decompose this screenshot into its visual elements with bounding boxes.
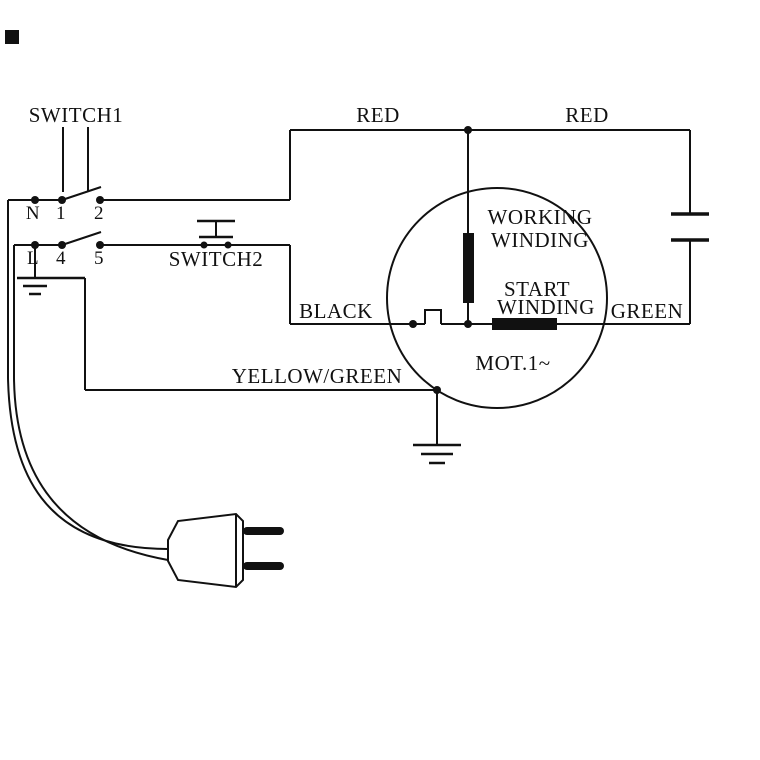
- terminal-4-dot: [58, 241, 66, 249]
- start-winding-label-line1: START: [504, 277, 570, 301]
- working-winding-branch: [463, 130, 474, 324]
- motor-circle: [386, 187, 608, 409]
- switch1-blade-bottom: [61, 231, 102, 246]
- red-wire-label-left: RED: [356, 103, 400, 127]
- mains-plug: [167, 512, 284, 589]
- working-winding-label-line1: WORKING: [488, 205, 593, 229]
- black-wire-label: BLACK: [299, 299, 373, 323]
- yellow-green-wire-label: YELLOW/GREEN: [232, 364, 402, 388]
- switch2: [197, 219, 235, 249]
- plug-pin-bottom: [243, 562, 284, 570]
- red-wire-label-right: RED: [565, 103, 609, 127]
- terminal-n-dot: [31, 196, 39, 204]
- corner-mark: [5, 30, 19, 44]
- power-cord: [7, 200, 169, 561]
- green-wire-label: GREEN: [611, 299, 684, 323]
- terminal-1-dot: [58, 196, 66, 204]
- terminal-2-label: 2: [94, 203, 104, 224]
- motor-label: MOT.1~: [475, 351, 550, 375]
- capacitor-branch: [671, 130, 709, 324]
- switch1-label: SWITCH1: [29, 103, 124, 127]
- terminal-n-label: N: [26, 203, 40, 224]
- terminal-1-label: 1: [56, 203, 66, 224]
- terminal-l-label: L: [27, 248, 39, 269]
- terminal-4-label: 4: [56, 248, 66, 269]
- earth-wire: [17, 245, 441, 394]
- switch2-label: SWITCH2: [169, 247, 264, 271]
- junction-dot: [409, 320, 417, 328]
- start-winding-bar: [492, 318, 557, 330]
- motor-ground: [413, 390, 461, 465]
- working-winding-label-line2: WINDING: [491, 228, 589, 252]
- switch1-blade-top: [61, 186, 102, 201]
- switch2-contact-dot: [224, 241, 232, 249]
- switch1: [8, 127, 290, 249]
- start-winding-label-line2: WINDING: [497, 295, 595, 319]
- plug-body: [167, 512, 244, 589]
- terminal-2-dot: [96, 196, 104, 204]
- terminal-5-label: 5: [94, 248, 104, 269]
- terminal-5-dot: [96, 241, 104, 249]
- black-green-wire: [290, 309, 690, 330]
- switch2-contact-dot: [200, 241, 208, 249]
- working-winding-bar: [463, 233, 474, 303]
- plug-pin-top: [243, 527, 284, 535]
- centrifugal-switch: [424, 309, 442, 324]
